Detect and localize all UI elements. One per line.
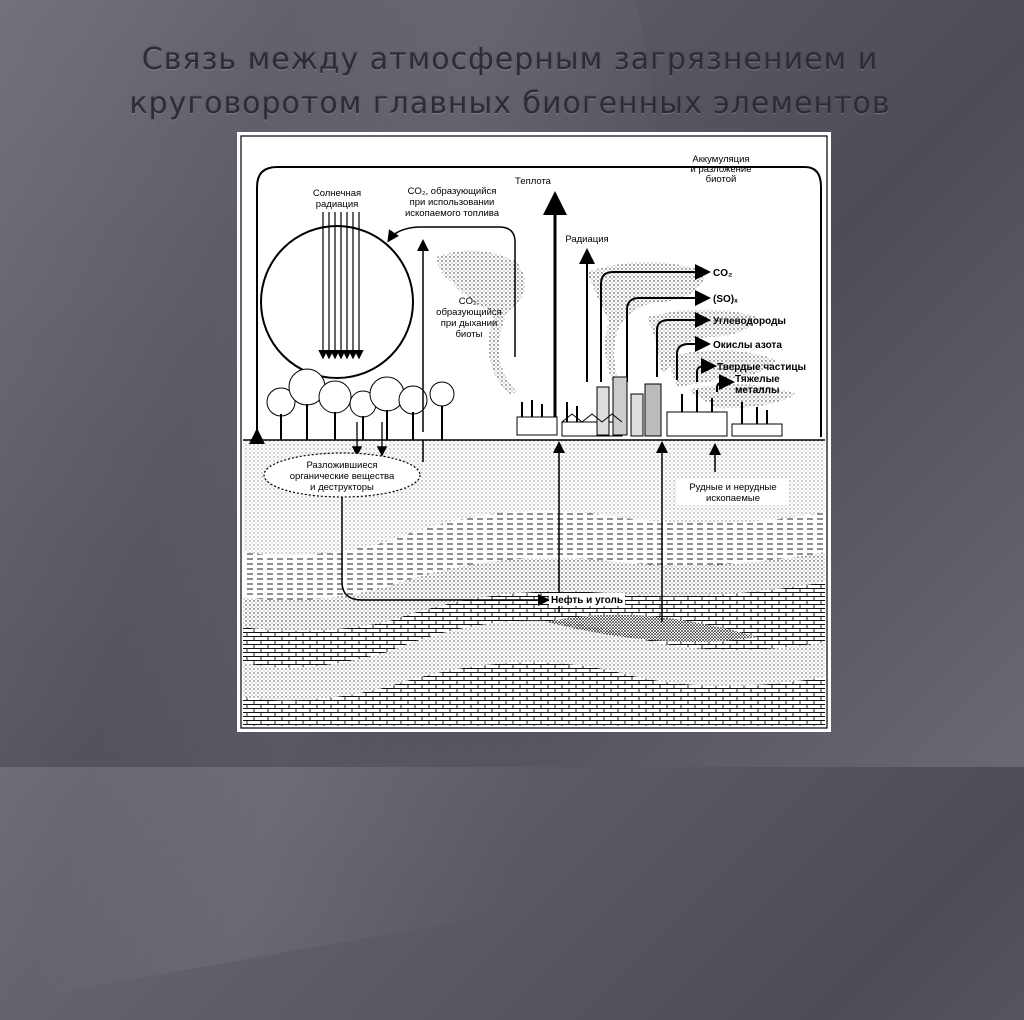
cycle-diagram: Солнечная радиация CO₂, образующийся при… (237, 132, 831, 732)
label-decomp-1: Разложившиеся (306, 460, 377, 471)
label-co2-fuel-2: при использовании (410, 197, 495, 208)
smoke-plumes (437, 250, 797, 409)
forest (266, 368, 455, 440)
co2-fuel-arrow (419, 226, 516, 357)
label-decomp-3: и деструкторы (310, 482, 374, 493)
label-co2-resp-3: при дыхании (441, 318, 498, 329)
label-co2-fuel-1: CO₂, образующийся (408, 186, 497, 197)
soil-layers (243, 440, 825, 726)
diagram-svg: Солнечная радиация CO₂, образующийся при… (240, 135, 828, 729)
title-line-2: круговоротом главных биогенных элементов (129, 86, 891, 121)
slide-title: Связь между атмосферным загрязнением и к… (60, 38, 960, 126)
label-co2-resp-2: образующийся (436, 307, 502, 318)
label-solar-2: радиация (316, 199, 359, 210)
label-ores-2: ископаемые (706, 493, 760, 504)
burial-arrow (341, 497, 550, 606)
label-co2-resp-4: биоты (455, 329, 482, 340)
label-oil-coal: Нефть и уголь (551, 594, 623, 606)
accumulation-loop-arrow (249, 166, 822, 444)
label-out-metals-2: металлы (735, 385, 780, 396)
biosphere-circle (260, 225, 414, 379)
label-co2-resp-1: CO₂, (459, 296, 480, 307)
label-solar-1: Солнечная (313, 188, 361, 199)
label-out-so: (SO)ₓ (713, 294, 738, 305)
label-heat: Теплота (515, 176, 552, 187)
label-out-hydrocarbons: Углеводороды (713, 316, 786, 327)
label-out-co2: CO₂ (713, 268, 732, 279)
ores-label-bg (677, 479, 789, 505)
label-accum-3: биотой (706, 174, 737, 185)
label-out-metals-1: Тяжелые (735, 374, 780, 385)
label-decomp-2: органические вещества (290, 471, 395, 482)
title-line-1: Связь между атмосферным загрязнением и (141, 42, 879, 77)
industrial-city (516, 376, 783, 437)
label-out-solid: Твердые частицы (717, 362, 806, 373)
oilcoal-label-bg (549, 593, 625, 606)
oil-coal-deposit (547, 614, 757, 642)
label-accum-2: и разложение (691, 164, 752, 175)
label-accum-1: Аккумуляция (692, 154, 749, 165)
label-radiation: Радиация (565, 234, 608, 245)
emission-arrows (600, 264, 735, 392)
label-co2-fuel-3: ископаемого топлива (405, 208, 500, 219)
label-out-nox: Окислы азота (713, 340, 782, 351)
label-ores-1: Рудные и нерудные (689, 482, 776, 493)
solar-rays (318, 212, 364, 360)
